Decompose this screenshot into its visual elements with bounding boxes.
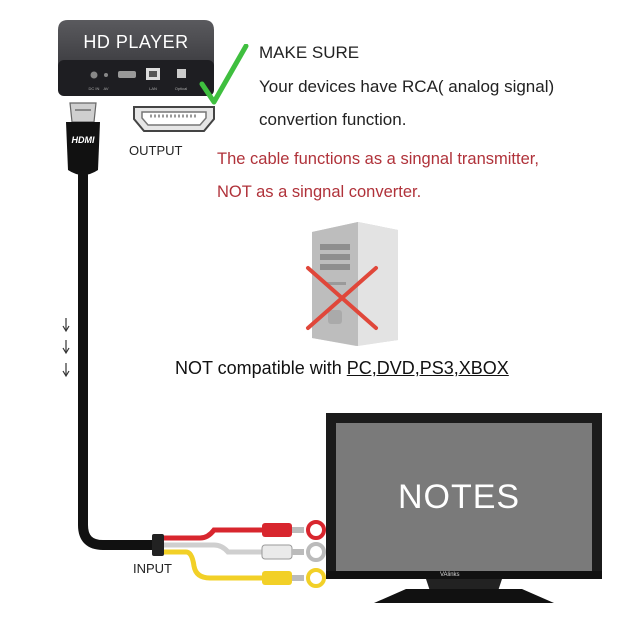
device-title: HD PLAYER <box>83 32 189 52</box>
cross-icon <box>306 266 378 330</box>
tv-screen-text: NOTES <box>397 478 521 516</box>
warning-line-1: The cable functions as a singnal transmi… <box>217 150 539 168</box>
compatibility-prefix: NOT compatible with <box>175 358 347 378</box>
notice-line-2: convertion function. <box>259 110 407 129</box>
checkmark-icon <box>199 44 249 105</box>
port-label: Optical <box>175 86 188 91</box>
hdmi-port <box>118 71 136 78</box>
port-label: LAN <box>149 86 157 91</box>
hdmi-output-port-icon <box>133 106 215 132</box>
dc-in-port <box>90 71 98 79</box>
notice-heading: MAKE SURE <box>259 43 360 62</box>
optical-port <box>177 69 186 78</box>
notice-line-1: Your devices have RCA( analog signal) <box>259 77 555 96</box>
tv-brand-logo: VAlinks <box>440 572 460 578</box>
port-label: DC IN <box>89 86 100 91</box>
compatibility-note: NOT compatible with PC,DVD,PS3,XBOX <box>175 358 509 379</box>
input-label: INPUT <box>133 561 172 576</box>
warning-line-2: NOT as a singnal converter. <box>217 183 422 201</box>
incompatible-devices: PC,DVD,PS3,XBOX <box>346 358 509 378</box>
port-label: AV <box>103 86 108 91</box>
hdmi-plug-label: HDMI <box>71 135 95 145</box>
output-label: OUTPUT <box>129 143 183 158</box>
tv-monitor <box>326 413 602 603</box>
av-port <box>104 73 108 77</box>
